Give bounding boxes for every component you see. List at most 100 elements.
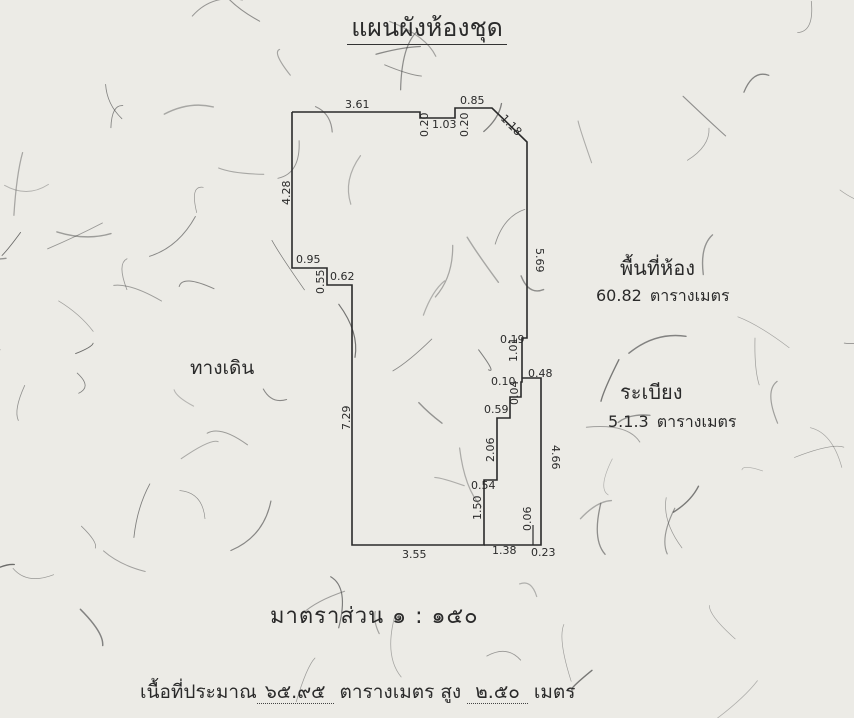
dim-step-top: 0.95 [296,253,321,266]
footer-height-label: สูง [440,681,462,703]
footer-area-line: เนื้อที่ประมาณ๖๕.๙๕ ตารางเมตร สูง ๒.๕๐ เ… [140,677,575,707]
room-area-unit: ตารางเมตร [649,286,730,305]
scribble-mark [494,208,526,245]
scribble-mark [579,499,613,520]
scribble-mark [603,458,613,496]
dim-right-step-4: 0.54 [471,479,496,492]
dim-right-vertical-2: 0.04 [508,381,521,406]
scribble-mark [585,426,641,443]
scribble-mark [520,275,545,292]
footer-prefix: เนื้อที่ประมาณ [140,681,257,703]
scribble-mark [754,337,760,386]
scribble-mark [276,48,291,76]
scribble-mark [81,525,97,549]
scribble-mark [434,476,465,487]
scribble-mark [121,258,128,291]
scribble-mark [58,300,94,332]
scribble-mark [330,576,344,629]
dim-right-upper: 5.69 [533,248,546,273]
scribble-mark [13,151,24,216]
scribble-mark [191,0,243,17]
dim-right-step-3: 0.59 [484,403,509,416]
scribble-mark [422,280,446,316]
scribble-mark [262,388,288,402]
scribble-mark [384,64,422,77]
scribble-mark [390,615,402,678]
dim-balcony-top: 0.48 [528,367,553,380]
scribble-mark [374,611,380,635]
scribble-mark [375,45,421,55]
scribble-mark [737,316,790,349]
scribble-mark [687,127,710,161]
dim-right-step-1: 0.19 [500,333,525,346]
scribble-mark [843,342,854,344]
scribble-mark [809,427,843,468]
scale-text: มาตราส่วน ๑ : ๑๕๐ [270,598,479,633]
balcony-area-number: 5.1.3 [608,412,649,431]
scribble-mark [628,334,687,354]
scribble-mark [701,234,714,276]
scribble-mark [103,550,146,572]
scribble-mark [1,231,22,256]
scribble-mark [770,380,779,424]
dim-right-step-2: 0.10 [491,375,516,388]
dim-left-long: 7.29 [340,406,353,431]
scribble-mark [110,105,124,129]
scribble-mark [133,483,151,538]
scribble-mark [173,389,195,407]
dim-balcony-divider: 0.06 [521,507,534,532]
scribble-mark [716,680,758,718]
room-area-number: 60.82 [596,286,642,305]
scribble-mark [672,485,700,513]
scribble-mark [617,414,651,424]
scribble-mark [797,0,813,33]
scribble-mark [596,502,606,555]
scribble-mark [418,401,443,424]
dim-top-left: 3.61 [345,98,370,111]
scribble-mark [399,31,418,91]
scribble-mark [839,189,854,199]
scribble-mark [561,624,572,682]
scribble-mark [466,236,500,284]
scribble-mark [571,669,593,691]
scribble-mark [392,338,433,372]
scribble-mark [295,657,316,703]
footer-area-unit: ตารางเมตร [339,681,435,703]
dim-bottom-left: 3.55 [402,548,427,561]
scribble-mark [664,507,676,555]
scribble-mark [12,568,55,579]
dim-notch-left: 0.20 [418,113,431,138]
scribble-mark [389,20,437,57]
unit-outline [291,107,528,546]
dim-top-right: 0.85 [460,94,485,107]
scribble-mark [486,650,522,661]
balcony-outline [484,377,542,546]
dim-bottom-right: 1.38 [492,544,517,557]
scale-label: มาตราส่วน [270,604,385,629]
dim-bottom-balcony: 0.23 [531,546,556,559]
scribble-mark [347,155,362,205]
scribble-mark [113,284,162,302]
scribble-mark [665,497,683,549]
scale-value: ๑ : ๑๕๐ [392,604,479,629]
scribble-mark [218,167,265,175]
scribble-mark [743,73,770,93]
scribble-mark [105,84,123,120]
scribble-mark [179,490,206,520]
dim-notch-right: 0.20 [458,113,471,138]
scribble-mark [709,605,736,640]
footer-height: ๒.๕๐ [467,681,528,704]
scribble-mark [271,239,305,291]
scribble-mark [230,500,272,552]
scribble-mark [76,372,86,394]
room-area-label: พื้นที่ห้อง [620,256,695,280]
plan-title: แผนผังห้องชุด [0,8,854,48]
dim-balcony-side: 4.66 [549,445,562,470]
dim-right-vertical-3: 2.06 [484,438,497,463]
room-area-value: 60.82 ตารางเมตร [596,284,730,309]
dim-step-bottom: 0.62 [330,270,355,283]
dim-diagonal: 1.18 [498,112,525,139]
